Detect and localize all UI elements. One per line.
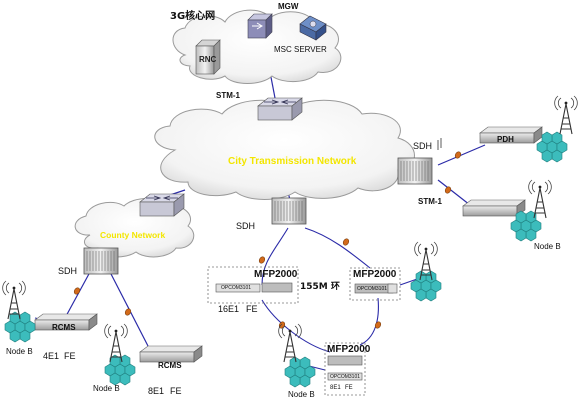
pdh-label: PDH — [497, 135, 514, 144]
rcms-2-label: RCMS — [158, 361, 182, 370]
opcom-bottom-label: OPCOM3101 — [330, 374, 361, 380]
node-b-right-label: Node B — [534, 242, 561, 251]
opcom-device-bottom — [327, 355, 363, 381]
core-switch — [257, 97, 303, 121]
sdh-left-label: SDH — [58, 266, 78, 276]
opcom-left-label: OPCOM3101 — [221, 285, 252, 291]
node-b-left — [2, 280, 36, 343]
link-markers — [73, 151, 462, 329]
sdh-right-label: SDH — [413, 141, 433, 151]
stm1-right-label: STM-1 — [418, 197, 442, 206]
sdh-left-device — [83, 247, 119, 275]
node-b-bottom-left-label: Node B — [93, 384, 120, 393]
sdh-right-device — [397, 157, 433, 185]
rnc-device — [195, 39, 221, 75]
opcom-device-left — [215, 282, 293, 293]
cable-glyph — [437, 138, 442, 150]
node-b-ring-label: Node B — [288, 390, 315, 399]
link-marker — [444, 186, 452, 194]
link-marker — [454, 151, 462, 159]
mgw-device — [247, 13, 273, 39]
link-marker — [342, 238, 350, 246]
ring-label: 155M 环 — [300, 282, 340, 292]
rcms-1-port-1: 4E1 — [43, 351, 60, 361]
rcms-device-2 — [139, 345, 203, 363]
mfp-box-right — [349, 267, 401, 301]
mfp-right-label: MFP2000 — [353, 269, 397, 280]
mfp-bottom-port-1: 8E1 — [330, 385, 341, 391]
rcms-1-port-2: FE — [64, 351, 76, 361]
mfp-left-label: MFP2000 — [254, 269, 298, 280]
rnc-label: RNC — [199, 55, 217, 64]
mgw-label: MGW — [278, 2, 299, 11]
mfp-bottom-label: MFP2000 — [327, 344, 371, 355]
node-b-top-right — [536, 95, 578, 163]
node-b-ring-right — [410, 241, 442, 302]
link-marker — [124, 308, 132, 316]
stm1-top-label: STM-1 — [216, 91, 240, 100]
mfp-box-bottom — [324, 342, 366, 396]
msc-server-label: MSC SERVER — [274, 45, 327, 54]
mfp-left-port-1: 16E1 — [218, 304, 240, 314]
sdh-center-device — [271, 197, 307, 225]
rcms-1-label: RCMS — [52, 323, 76, 332]
city-network-label: City Transmission Network — [228, 156, 357, 167]
node-b-bottom-left — [104, 323, 136, 386]
node-b-ring-bottom — [278, 323, 316, 388]
link-marker — [374, 321, 382, 329]
link-marker — [258, 256, 266, 264]
mfp-bottom-port-2: FE — [345, 385, 353, 391]
city-network-cloud — [154, 99, 415, 200]
county-switch — [139, 193, 185, 217]
county-network-label: County Network — [100, 230, 166, 240]
right-access-device — [462, 199, 526, 217]
rcms-2-port-2: FE — [170, 386, 182, 396]
mfp-box-left — [207, 266, 299, 304]
opcom-device-right — [354, 283, 398, 294]
sdh-center-label: SDH — [236, 221, 256, 231]
link-marker — [73, 287, 81, 295]
rcms-2-port-1: 8E1 — [148, 386, 165, 396]
node-b-left-label: Node B — [6, 347, 33, 356]
opcom-right-label: OPCOM3101 — [357, 286, 388, 292]
mfp-left-port-2: FE — [246, 304, 258, 314]
core-network-title: 3G核心网 — [170, 11, 216, 22]
msc-server-device — [299, 15, 327, 41]
